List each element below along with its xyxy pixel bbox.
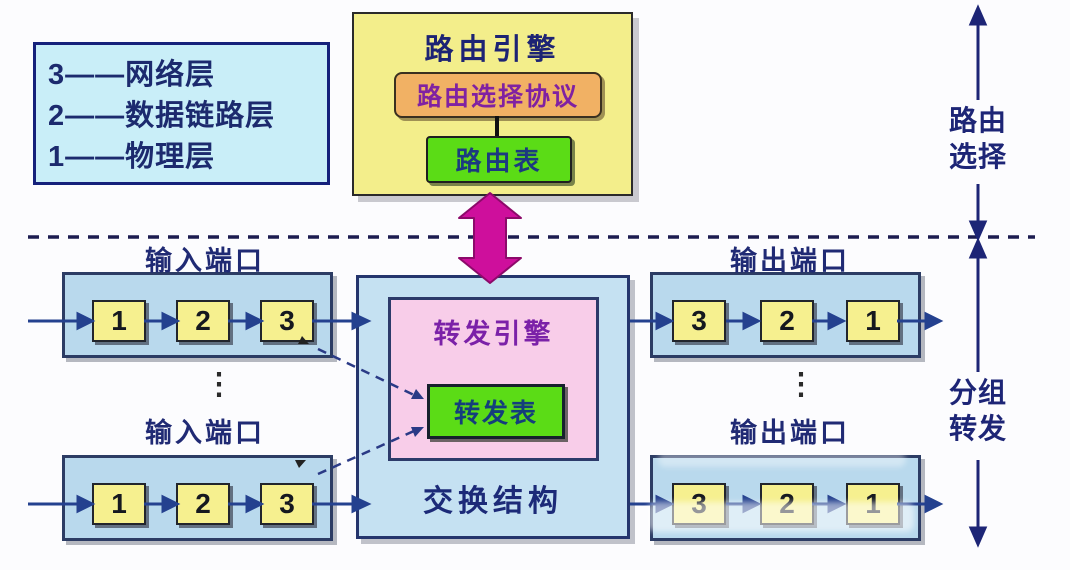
watermark-smear: [658, 452, 906, 467]
packet-forwarding-annotation: 分组转发: [948, 377, 1007, 444]
control-data-double-arrow: [458, 192, 522, 284]
more-output-ports-ellipsis: ⋮: [786, 368, 816, 401]
routing-protocol-box: 路由选择协议: [394, 72, 602, 118]
routing-selection-annotation: 路由选择: [948, 105, 1007, 172]
forwarding-table-box: 转发表: [427, 384, 565, 439]
stage-datalink: 2: [760, 300, 814, 342]
more-input-ports-ellipsis: ⋮: [204, 368, 234, 401]
output-port-box-top: 3 2 1: [650, 272, 921, 358]
stage-network: 3: [672, 300, 726, 342]
legend-line-network-layer: 3——网络层: [48, 59, 216, 91]
watermark-smear: [648, 502, 914, 532]
stage-physical: 1: [846, 300, 900, 342]
routing-engine-box: 路由引擎 路由选择协议 路由表: [352, 12, 633, 196]
legend-line-physical-layer: 1——物理层: [48, 141, 216, 173]
output-port-label-top: 输出端口: [730, 246, 850, 276]
output-port-label-bottom: 输出端口: [730, 418, 850, 448]
stage-datalink: 2: [176, 483, 230, 525]
right-extent-arrows: [968, 4, 988, 548]
stage-physical: 1: [92, 483, 146, 525]
stage-datalink: 2: [176, 300, 230, 342]
stage-network: 3: [260, 300, 314, 342]
input-port-box-bottom: 1 2 3: [62, 455, 333, 541]
input-port-label-top: 输入端口: [145, 246, 265, 276]
layer-legend-box: 3——网络层 2——数据链路层 1——物理层: [33, 42, 330, 185]
routing-table-box: 路由表: [426, 136, 572, 183]
input-port-label-bottom: 输入端口: [145, 418, 265, 448]
switching-fabric-box: 转发引擎 转发表 交换结构: [356, 275, 630, 539]
switching-fabric-title: 交换结构: [423, 485, 563, 518]
stage-physical: 1: [92, 300, 146, 342]
forwarding-engine-title: 转发引擎: [433, 319, 554, 349]
stage-network: 3: [260, 483, 314, 525]
routing-engine-title: 路由引擎: [424, 34, 561, 66]
input-port-box-top: 1 2 3: [62, 272, 333, 358]
forwarding-engine-box: 转发引擎 转发表: [388, 297, 599, 461]
legend-line-datalink-layer: 2——数据链路层: [48, 100, 276, 132]
